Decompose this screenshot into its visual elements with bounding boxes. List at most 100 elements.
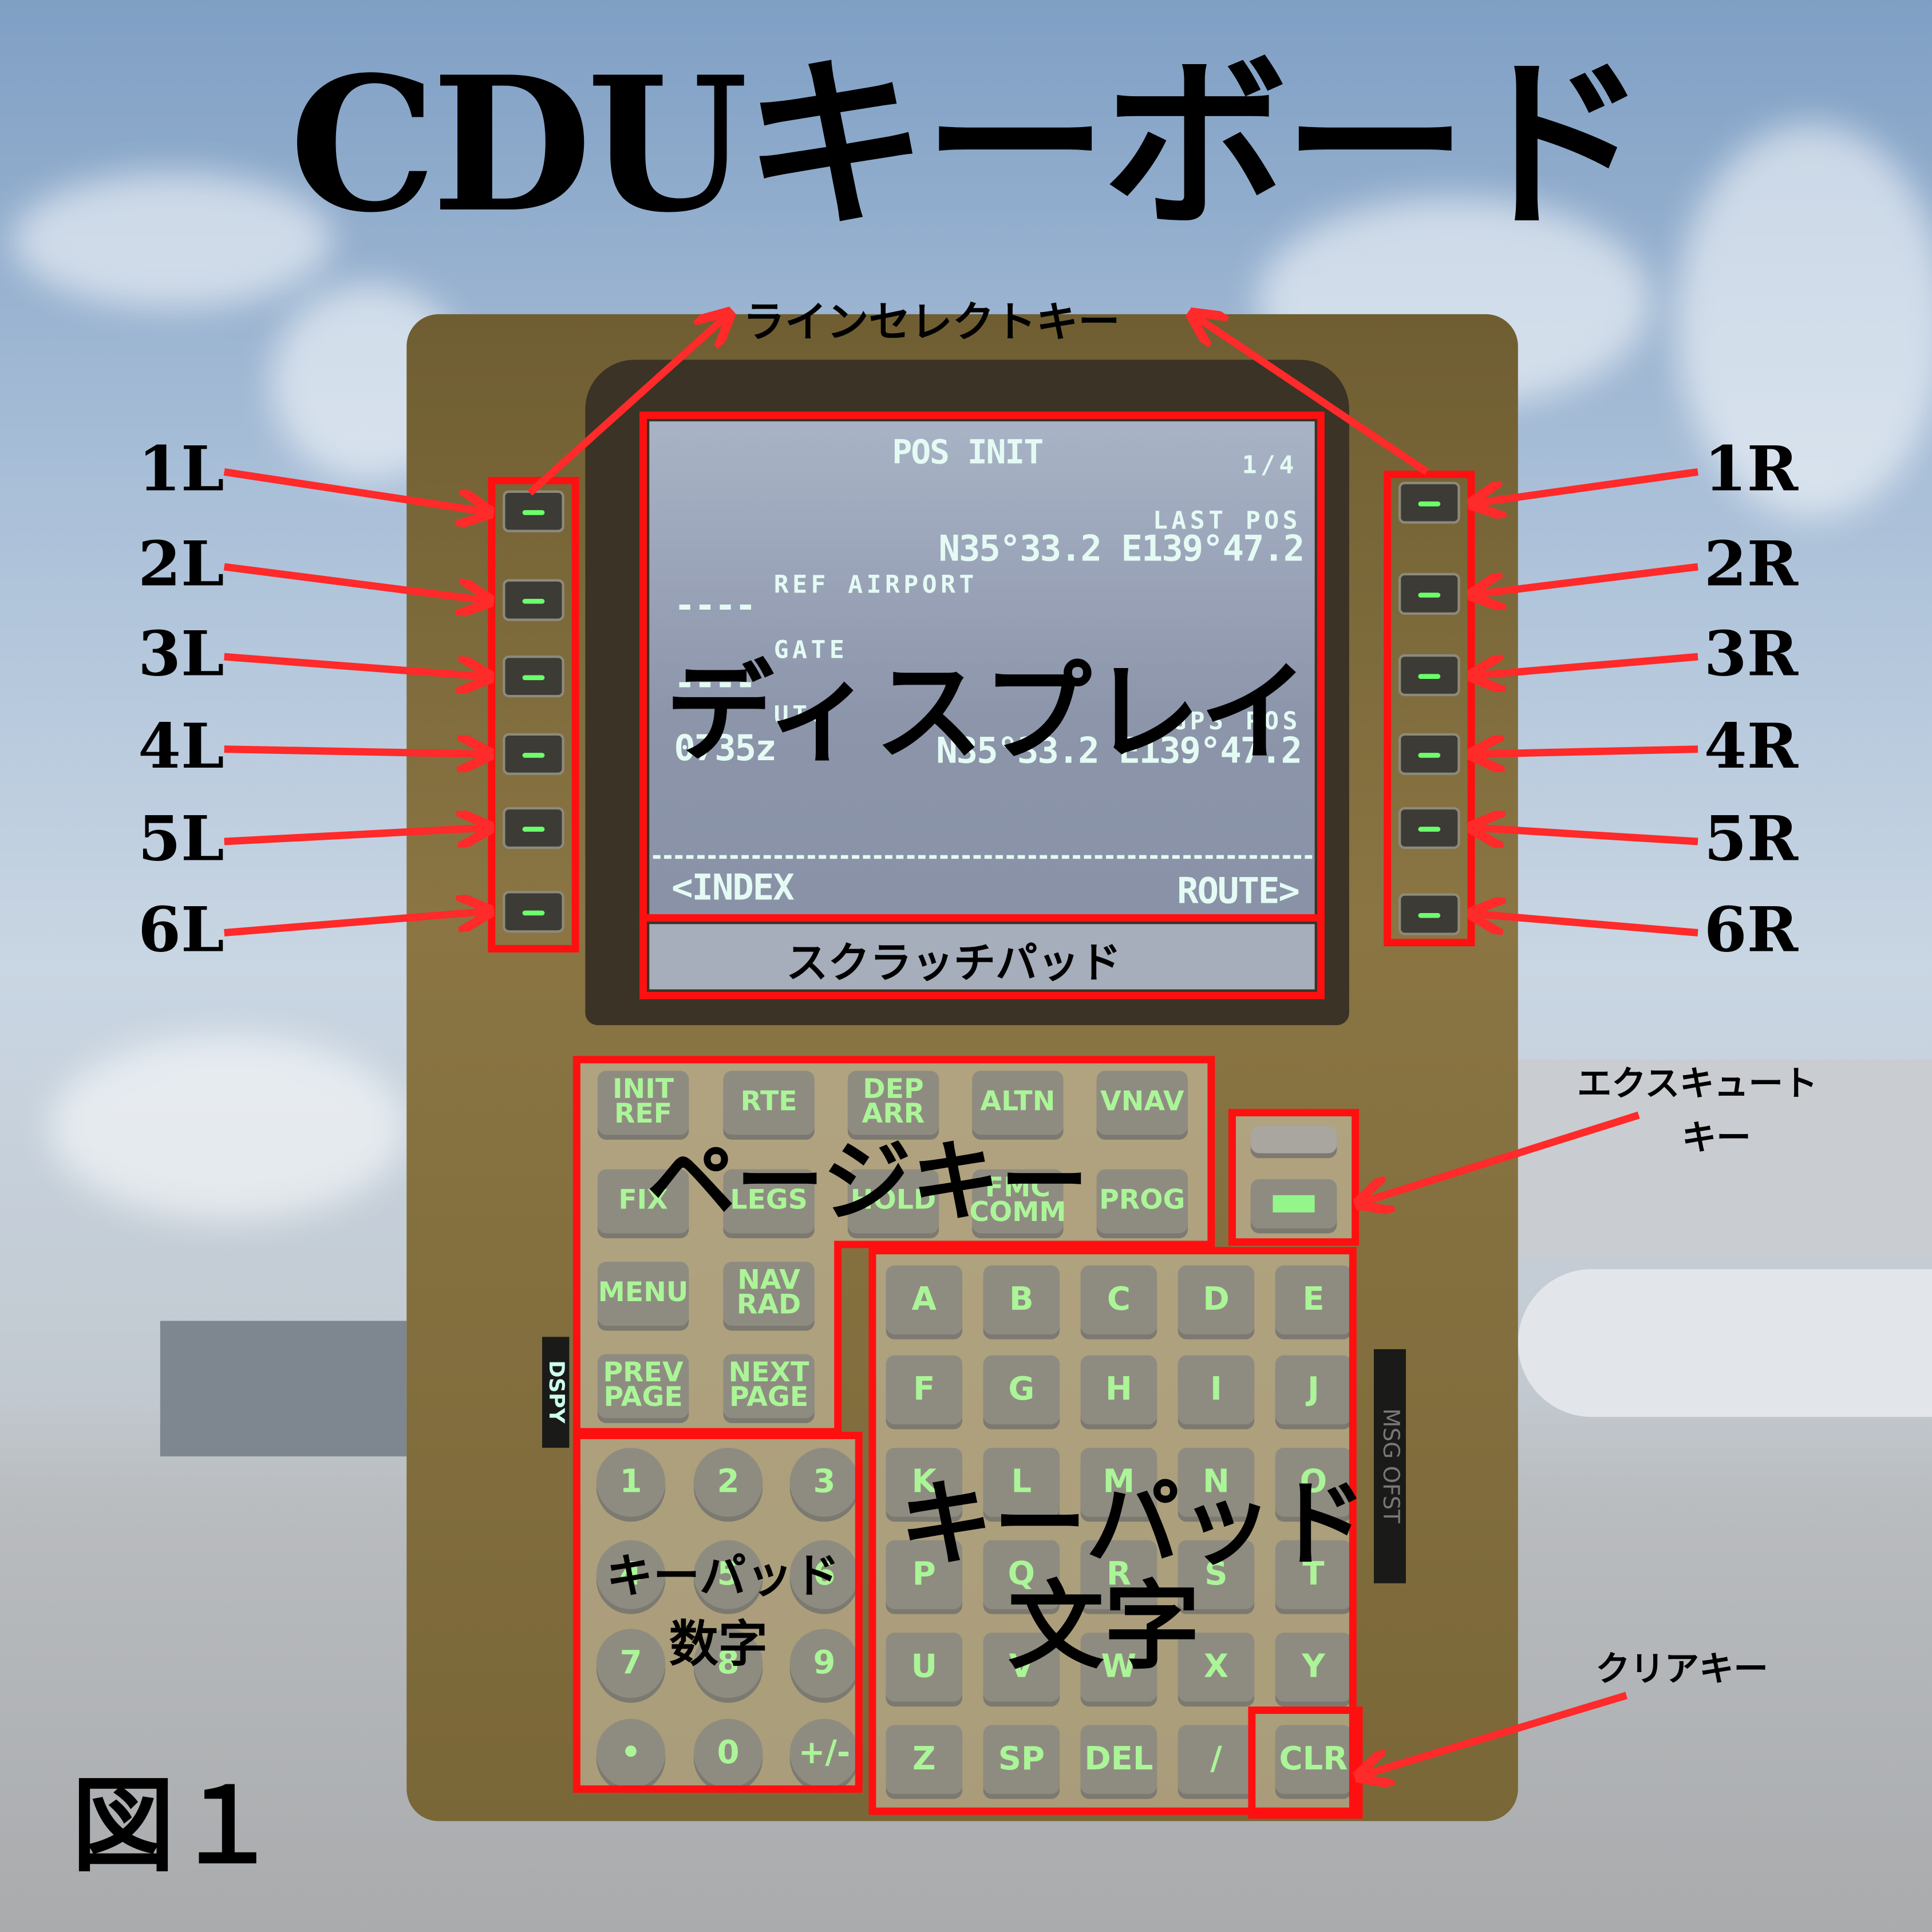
alpha-key-w[interactable]: W — [1080, 1632, 1157, 1702]
lsk-1l[interactable] — [503, 490, 564, 532]
num-key-3[interactable]: 4 — [596, 1540, 666, 1610]
scratchpad-box — [639, 914, 1325, 999]
num-key-1[interactable]: 2 — [693, 1448, 763, 1517]
alpha-key-n[interactable]: N — [1178, 1448, 1255, 1517]
page-key-init-ref[interactable]: INIT REF — [597, 1070, 689, 1135]
arrow-4l — [224, 749, 483, 754]
alpha-key-p[interactable]: P — [886, 1540, 963, 1610]
exec-light — [1273, 1195, 1315, 1212]
gate-label: GATE — [773, 634, 848, 665]
alpha-key-z[interactable]: Z — [886, 1725, 963, 1794]
last-pos-label: LAST POS — [1152, 505, 1301, 535]
screen-divider — [653, 855, 1313, 859]
alpha-key-l[interactable]: L — [983, 1448, 1060, 1517]
gps-pos-label: GPS POS — [1171, 706, 1301, 736]
page-key-nav-rad[interactable]: NAV RAD — [723, 1262, 815, 1326]
page-key-menu[interactable]: MENU — [597, 1262, 689, 1326]
alpha-key-x[interactable]: X — [1178, 1632, 1255, 1702]
alpha-key-slash[interactable]: / — [1178, 1725, 1255, 1794]
lsk-2r[interactable] — [1398, 572, 1460, 615]
alpha-key-o[interactable]: O — [1275, 1448, 1352, 1517]
alpha-key-m[interactable]: M — [1080, 1448, 1157, 1517]
gps-pos-value: N35°33.2 E139°47.2 — [936, 729, 1302, 772]
alpha-key-q[interactable]: Q — [983, 1540, 1060, 1610]
exec-annunciator — [1250, 1126, 1337, 1153]
lsk-label-4r: 4R — [1704, 709, 1799, 783]
alpha-key-s[interactable]: S — [1178, 1540, 1255, 1610]
arrow-clr — [1365, 1692, 1628, 1775]
alpha-key-a[interactable]: A — [886, 1265, 963, 1335]
screen-page-number: 1/4 — [1242, 449, 1298, 480]
page-key-hold[interactable]: HOLD — [847, 1169, 939, 1234]
lsk-3r[interactable] — [1398, 654, 1460, 697]
route-prompt[interactable]: ROUTE> — [1177, 870, 1300, 912]
page-key-legs[interactable]: LEGS — [723, 1169, 815, 1234]
arrow-6l — [224, 912, 483, 937]
alpha-key-j[interactable]: J — [1275, 1355, 1352, 1425]
lsk-6r[interactable] — [1398, 893, 1460, 935]
num-key-10[interactable]: 0 — [693, 1718, 763, 1788]
alpha-key-e[interactable]: E — [1275, 1265, 1352, 1335]
arrow-4r — [1479, 749, 1698, 754]
num-key-0[interactable]: 1 — [596, 1448, 666, 1517]
alpha-key-b[interactable]: B — [983, 1265, 1060, 1335]
alpha-key-v[interactable]: V — [983, 1632, 1060, 1702]
num-key-2[interactable]: 3 — [789, 1448, 859, 1517]
index-prompt[interactable]: <INDEX — [671, 866, 795, 908]
scratchpad-callout: スクラッチパッド — [786, 939, 1121, 989]
num-key-4[interactable]: 5 — [693, 1540, 763, 1610]
page-key-rte[interactable]: RTE — [723, 1070, 815, 1135]
alpha-key-t[interactable]: T — [1275, 1540, 1352, 1610]
alpha-key-r[interactable]: R — [1080, 1540, 1157, 1610]
page-key-fmc-comm[interactable]: FMC COMM — [969, 1169, 1066, 1234]
num-key-11[interactable]: +/- — [789, 1718, 859, 1788]
lsk-3l[interactable] — [503, 655, 564, 698]
ref-airport-value: ---- — [674, 584, 756, 626]
alpha-key-f[interactable]: F — [886, 1355, 963, 1425]
lsk-5l[interactable] — [503, 807, 564, 850]
page-key-prev-page[interactable]: PREV PAGE — [597, 1354, 689, 1419]
page-key-vnav[interactable]: VNAV — [1096, 1070, 1188, 1135]
lsk-4l[interactable] — [503, 733, 564, 775]
page-keys-callout: ページキー — [647, 1128, 1089, 1234]
page-key-prog[interactable]: PROG — [1096, 1169, 1188, 1234]
alpha-key-y[interactable]: Y — [1275, 1632, 1352, 1702]
num-key-9[interactable]: • — [596, 1718, 666, 1788]
lsk-2l[interactable] — [503, 579, 564, 621]
page-key-next-page[interactable]: NEXT PAGE — [723, 1354, 815, 1419]
num-key-8[interactable]: 9 — [789, 1629, 859, 1698]
alpha-key-g[interactable]: G — [983, 1355, 1060, 1425]
aircraft — [1518, 1269, 1932, 1417]
exec-key[interactable] — [1250, 1179, 1337, 1228]
alpha-key-sp[interactable]: SP — [983, 1725, 1060, 1794]
page-key-dep-arr[interactable]: DEP ARR — [847, 1070, 939, 1135]
num-keys-box — [572, 1432, 863, 1793]
lsk-label-2l: 2L — [138, 527, 224, 600]
right-lsk-box — [1384, 471, 1475, 947]
num-key-7[interactable]: 8 — [693, 1629, 763, 1698]
alpha-key-del[interactable]: DEL — [1080, 1725, 1157, 1794]
alpha-key-d[interactable]: D — [1178, 1265, 1255, 1335]
alpha-key-clr[interactable]: CLR — [1275, 1725, 1352, 1794]
terminal-building — [160, 1321, 407, 1457]
alpha-key-u[interactable]: U — [886, 1632, 963, 1702]
lsk-label-6r: 6R — [1704, 893, 1799, 966]
lsk-1r[interactable] — [1398, 481, 1460, 524]
screen-page-title: POS INIT — [892, 433, 1044, 472]
alpha-key-i[interactable]: I — [1178, 1355, 1255, 1425]
alpha-key-c[interactable]: C — [1080, 1265, 1157, 1335]
lsk-4r[interactable] — [1398, 733, 1460, 775]
page-key-altn[interactable]: ALTN — [972, 1070, 1064, 1135]
arrow-3l — [224, 653, 483, 676]
lsk-6l[interactable] — [503, 891, 564, 933]
cdu-display — [649, 421, 1315, 915]
alpha-key-k[interactable]: K — [886, 1448, 963, 1517]
lsk-5r[interactable] — [1398, 807, 1460, 850]
arrow-6r — [1479, 914, 1698, 937]
num-key-5[interactable]: 6 — [789, 1540, 859, 1610]
page-key-fix[interactable]: FIX — [597, 1169, 689, 1234]
num-key-6[interactable]: 7 — [596, 1629, 666, 1698]
alpha-key-h[interactable]: H — [1080, 1355, 1157, 1425]
